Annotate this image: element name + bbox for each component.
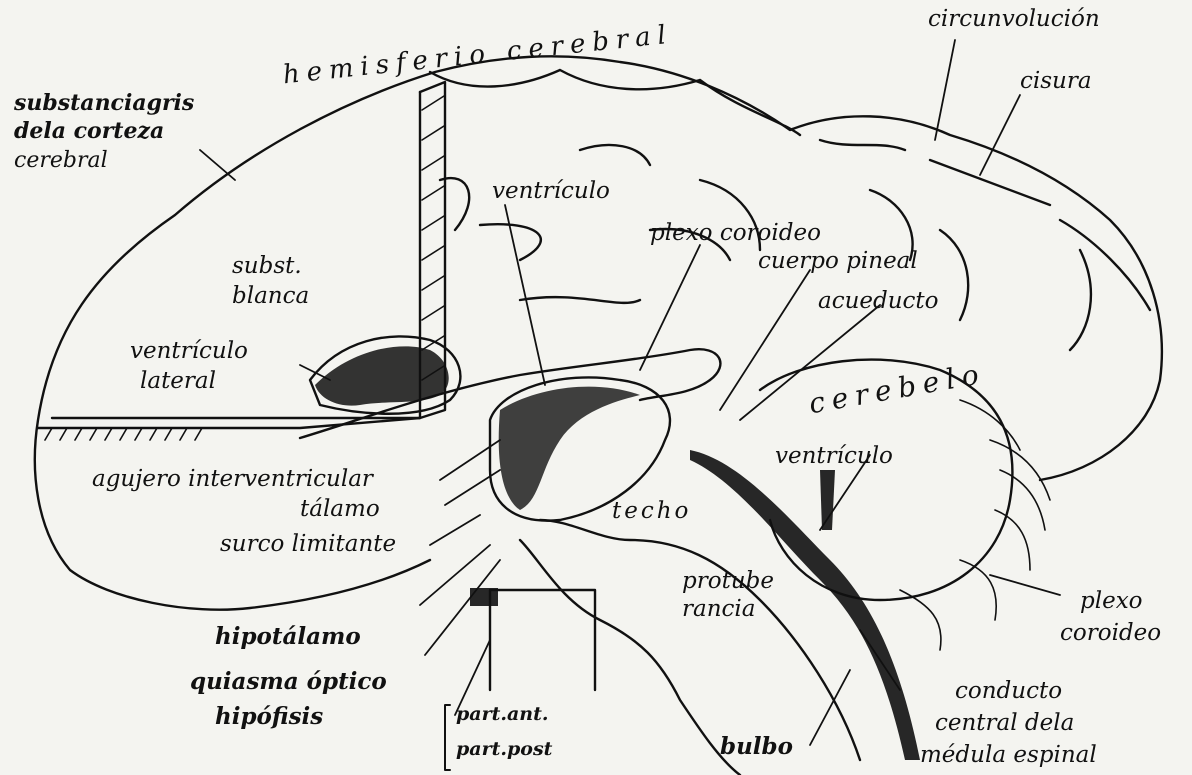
- label-substancia-gris-2: dela corteza: [14, 120, 164, 142]
- cerebellar-ventricle-shading: [820, 470, 835, 530]
- label-subst-2: blanca: [232, 285, 309, 308]
- label-protuberancia-2: rancia: [682, 598, 755, 621]
- label-protuberancia-1: protube: [682, 570, 774, 593]
- label-plexo-coroideo-top: plexo coroideo: [650, 222, 821, 245]
- label-plexo-bottom-2: coroideo: [1060, 622, 1161, 645]
- label-quiasma-optico: quiasma óptico: [190, 670, 387, 693]
- cerebellum-folia: [900, 400, 1050, 650]
- label-acueducto: acueducto: [818, 290, 939, 313]
- label-surco-limitante: surco limitante: [220, 533, 396, 556]
- cortex-hatch-lines: [422, 96, 444, 380]
- label-subst-1: subst.: [232, 255, 302, 278]
- label-part-ant: part.ant.: [456, 705, 549, 724]
- label-bulbo: bulbo: [720, 735, 793, 758]
- label-plexo-bottom-1: plexo: [1080, 590, 1143, 613]
- label-cuerpo-pineal: cuerpo pineal: [758, 250, 918, 273]
- label-substancia-gris-1: substanciagris: [14, 92, 194, 114]
- hemisphere-outline: [35, 56, 1162, 609]
- label-conducto-2: central dela: [935, 712, 1074, 735]
- label-techo: techo: [612, 500, 691, 523]
- label-conducto-1: conducto: [955, 680, 1062, 703]
- optic-chiasm-mark: [470, 588, 498, 606]
- label-hipofisis: hipófisis: [215, 705, 323, 728]
- label-cisura: cisura: [1020, 70, 1092, 93]
- hipofisis-bracket: [445, 705, 450, 770]
- label-agujero-interventricular: agujero interventricular: [92, 468, 373, 491]
- pituitary-box: [490, 590, 595, 690]
- label-ventriculo-lateral-1: ventrículo: [130, 340, 248, 363]
- label-hipotalamo: hipotálamo: [215, 625, 361, 648]
- thalamus-shading: [499, 387, 640, 510]
- label-ventriculo: ventrículo: [492, 180, 610, 203]
- label-ventriculo-cerebelo: ventrículo: [775, 445, 893, 468]
- label-part-post: part.post: [456, 740, 552, 759]
- label-talamo: tálamo: [300, 498, 380, 521]
- label-conducto-3: médula espinal: [920, 744, 1097, 767]
- base-hatch-lines: [45, 428, 202, 440]
- base-hatching: [38, 418, 420, 428]
- label-ventriculo-lateral-2: lateral: [140, 370, 216, 393]
- label-substancia-gris-3: cerebral: [14, 150, 108, 172]
- label-circunvolucion: circunvolución: [928, 8, 1100, 31]
